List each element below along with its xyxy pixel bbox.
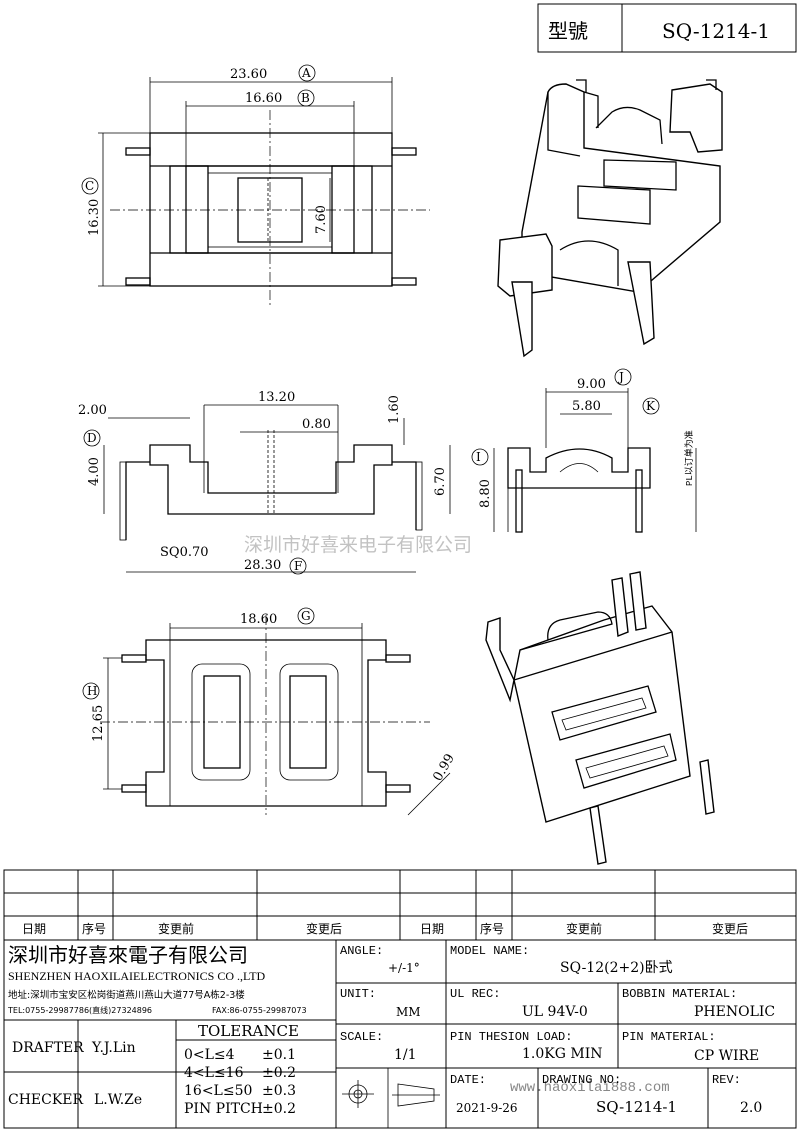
date-value: 2021-9-26 bbox=[456, 1101, 518, 1115]
bubble-k: K bbox=[646, 399, 656, 413]
scale-label: SCALE: bbox=[340, 1030, 383, 1044]
dim-sq: SQ0.70 bbox=[160, 545, 209, 560]
side-view: 13.20 2.00 0.80 1.60 4.00 D 6.70 SQ0.70 … bbox=[78, 390, 451, 575]
dim-2-00: 2.00 bbox=[78, 403, 107, 418]
drawing-value: SQ-1214-1 bbox=[596, 1098, 677, 1116]
dim-6-70: 6.70 bbox=[433, 467, 448, 496]
tol-value-1: ±0.2 bbox=[262, 1065, 296, 1081]
rev-header-before-1: 变更前 bbox=[158, 921, 194, 936]
company-name-en: SHENZHEN HAOXILAIELECTRONICS CO .,LTD bbox=[8, 969, 266, 983]
ul-rec-label: UL REC: bbox=[450, 987, 500, 1001]
pl-note: PL以订单为准 bbox=[683, 430, 695, 486]
scale-value: 1/1 bbox=[394, 1047, 417, 1063]
dim-d-value: 4.00 bbox=[87, 457, 102, 486]
bubble-d: D bbox=[87, 431, 97, 445]
bubble-i: I bbox=[476, 450, 481, 464]
revision-table: 日期 序号 变更前 变更后 日期 序号 变更前 变更后 bbox=[3, 869, 797, 941]
watermark: 深圳市好喜来电子有限公司 www.haoxilai888.com bbox=[244, 534, 670, 1096]
tol-range-3: PIN PITCH bbox=[184, 1101, 263, 1117]
angle-label: ANGLE: bbox=[340, 944, 383, 958]
top-view: 23.60 A 16.60 B 16.30 C 7.60 bbox=[81, 64, 430, 305]
bobbin-value: PHENOLIC bbox=[694, 1004, 775, 1020]
projection-symbol-icon bbox=[342, 1080, 440, 1108]
bobbin-label: BOBBIN MATERIAL: bbox=[622, 987, 737, 1001]
model-name-value: SQ-12(2+2)卧式 bbox=[560, 960, 673, 976]
isometric-view-bottom bbox=[485, 571, 715, 865]
tol-range-1: 4<L≤16 bbox=[184, 1065, 244, 1081]
pin-load-value: 1.0KG MIN bbox=[522, 1046, 602, 1062]
dim-1-60: 1.60 bbox=[387, 395, 402, 424]
rev-header-date-2: 日期 bbox=[420, 922, 444, 936]
dim-i-value: 8.80 bbox=[478, 479, 493, 508]
bubble-f: F bbox=[294, 559, 302, 573]
dim-g-value: 18.60 bbox=[240, 612, 277, 627]
company-tel: TEL:0755-29987786(直线)27324896 bbox=[7, 1005, 152, 1015]
tol-range-0: 0<L≤4 bbox=[184, 1047, 235, 1063]
date-label: DATE: bbox=[450, 1073, 486, 1087]
dim-h-value: 12.65 bbox=[91, 705, 106, 742]
tol-value-0: ±0.1 bbox=[262, 1047, 296, 1063]
rev-header-after-2: 变更后 bbox=[712, 921, 748, 936]
drafter-value: Y.J.Lin bbox=[91, 1040, 136, 1056]
bubble-c: C bbox=[85, 179, 94, 193]
title-block: 深圳市好喜來電子有限公司 SHENZHEN HAOXILAIELECTRONIC… bbox=[3, 939, 797, 1129]
dim-0-99: 0.99 bbox=[430, 751, 457, 784]
dim-c-value: 16.30 bbox=[87, 199, 102, 236]
rev-header-date-1: 日期 bbox=[22, 922, 46, 936]
dim-j-value: 9.00 bbox=[577, 377, 606, 392]
rev-header-no-1: 序号 bbox=[82, 921, 106, 936]
pin-load-label: PIN THESION LOAD: bbox=[450, 1030, 572, 1044]
pin-mat-label: PIN MATERIAL: bbox=[622, 1030, 716, 1044]
dim-13-20: 13.20 bbox=[258, 390, 295, 405]
dim-0-80: 0.80 bbox=[302, 417, 331, 432]
model-name-label: MODEL NAME: bbox=[450, 944, 529, 958]
end-view: 9.00 J 5.80 K 8.80 I PL以订单为准 bbox=[471, 368, 697, 533]
dim-b-value: 16.60 bbox=[245, 91, 282, 106]
bubble-h: H bbox=[87, 684, 97, 698]
watermark-text: 深圳市好喜来电子有限公司 bbox=[244, 534, 472, 556]
header-title-box: 型號 SQ-1214-1 bbox=[537, 3, 797, 53]
dim-k-value: 5.80 bbox=[572, 399, 601, 414]
unit-value: MM bbox=[396, 1005, 421, 1019]
bubble-g: G bbox=[301, 609, 311, 623]
tol-value-3: ±0.2 bbox=[262, 1101, 296, 1117]
dim-c-inner-value: 7.60 bbox=[314, 205, 329, 234]
pin-mat-value: CP WIRE bbox=[694, 1048, 759, 1064]
bubble-a: A bbox=[301, 66, 311, 80]
dim-f-value: 28.30 bbox=[244, 558, 281, 573]
isometric-view-top bbox=[497, 79, 723, 358]
rev-value: 2.0 bbox=[740, 1100, 762, 1116]
bottom-view: 18.60 G 12.65 H 0.99 bbox=[82, 607, 458, 816]
company-address: 地址:深圳市宝安区松岗街道燕川燕山大道77号A栋2-3楼 bbox=[8, 989, 245, 1001]
drafter-label: DRAFTER bbox=[12, 1040, 84, 1056]
rev-header-before-2: 变更前 bbox=[566, 921, 602, 936]
watermark-site: www.haoxilai888.com bbox=[510, 1080, 670, 1096]
model-value: SQ-1214-1 bbox=[662, 19, 770, 43]
model-label: 型號 bbox=[548, 19, 588, 43]
company-fax: FAX:86-0755-29987073 bbox=[212, 1006, 307, 1015]
tol-value-2: ±0.3 bbox=[262, 1083, 296, 1099]
drawing-label: DRAWING NO: bbox=[542, 1073, 621, 1087]
checker-label: CHECKER bbox=[8, 1092, 84, 1108]
ul-rec-value: UL 94V-0 bbox=[522, 1004, 588, 1020]
rev-header-after-1: 变更后 bbox=[306, 921, 342, 936]
bubble-j: J bbox=[617, 370, 624, 384]
tol-range-2: 16<L≤50 bbox=[184, 1083, 252, 1099]
checker-value: L.W.Ze bbox=[94, 1092, 142, 1108]
rev-header-no-2: 序号 bbox=[480, 921, 504, 936]
rev-label: REV: bbox=[712, 1073, 741, 1087]
dim-a-value: 23.60 bbox=[230, 67, 267, 82]
company-name-cn: 深圳市好喜來電子有限公司 bbox=[8, 943, 248, 967]
angle-value: +/-1° bbox=[388, 961, 420, 975]
unit-label: UNIT: bbox=[340, 987, 376, 1001]
bubble-b: B bbox=[301, 91, 310, 105]
tolerance-title: TOLERANCE bbox=[198, 1022, 299, 1040]
